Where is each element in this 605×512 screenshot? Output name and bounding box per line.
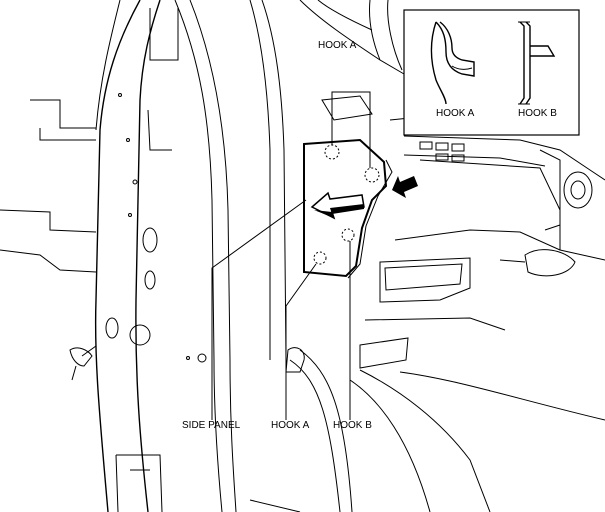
hook-a-top-label: HOOK A (318, 40, 357, 51)
hook-a-upper-marker (324, 144, 340, 160)
hook-b-marker (341, 228, 355, 242)
side-panel-label: SIDE PANEL (182, 420, 241, 431)
dashboard-structure (249, 0, 605, 512)
inset-hook-b-label: HOOK B (518, 108, 557, 119)
hook-detail-inset: HOOK A HOOK B (403, 9, 580, 136)
leader-lines (211, 91, 371, 420)
hook-b-detail-icon (518, 21, 556, 105)
side-panel (303, 138, 393, 279)
inset-hook-a-label: HOOK A (436, 108, 475, 119)
hook-a-bottom-label: HOOK A (271, 420, 310, 431)
pry-point-arrow (392, 176, 418, 198)
hook-a-detail-icon (430, 21, 475, 105)
hook-b-bottom-label: HOOK B (333, 420, 372, 431)
door-frame-structure (0, 0, 287, 512)
removal-direction-arrow (310, 191, 365, 220)
hook-a-lower-marker (313, 251, 327, 265)
hook-a-right-marker (364, 167, 380, 183)
